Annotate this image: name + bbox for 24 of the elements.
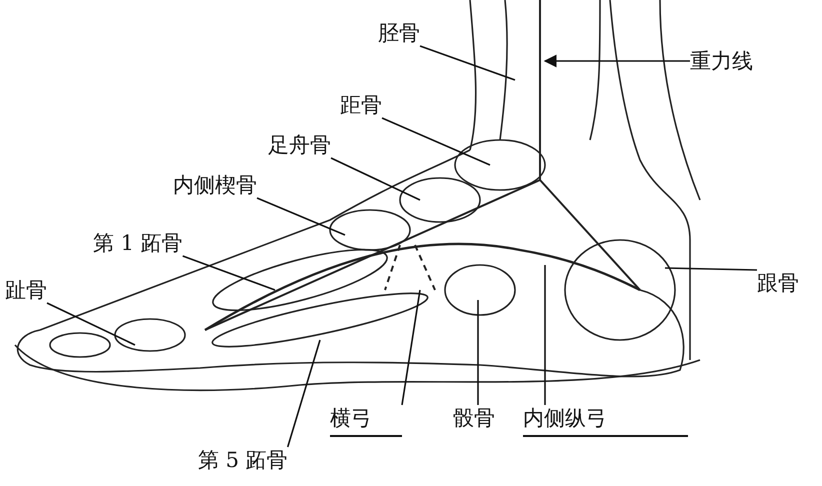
leader-line [256,197,346,236]
leader-line [46,302,136,346]
leader-line [420,45,516,81]
leader-line [477,300,479,405]
part-label: 第 5 跖骨 [198,447,288,473]
leader-line [182,255,276,291]
part-label: 跟骨 [757,270,799,296]
leader-line [401,290,421,406]
part-label: 第 1 跖骨 [93,230,183,256]
part-label: 骰骨 [453,405,495,431]
part-label: 内侧楔骨 [173,172,257,198]
leader-line [330,157,420,201]
part-label: 重力线 [690,48,753,74]
arrow [544,54,690,68]
part-label: 胫骨 [378,20,420,46]
leader-line [382,117,490,166]
part-label: 横弓 [330,405,402,437]
part-label: 距骨 [340,92,382,118]
leader-line [286,340,321,448]
leader-line [544,265,546,405]
leader-line [664,267,758,271]
part-label: 足舟骨 [268,132,331,158]
part-label: 内侧纵弓 [523,405,688,437]
part-label: 趾骨 [5,277,47,303]
